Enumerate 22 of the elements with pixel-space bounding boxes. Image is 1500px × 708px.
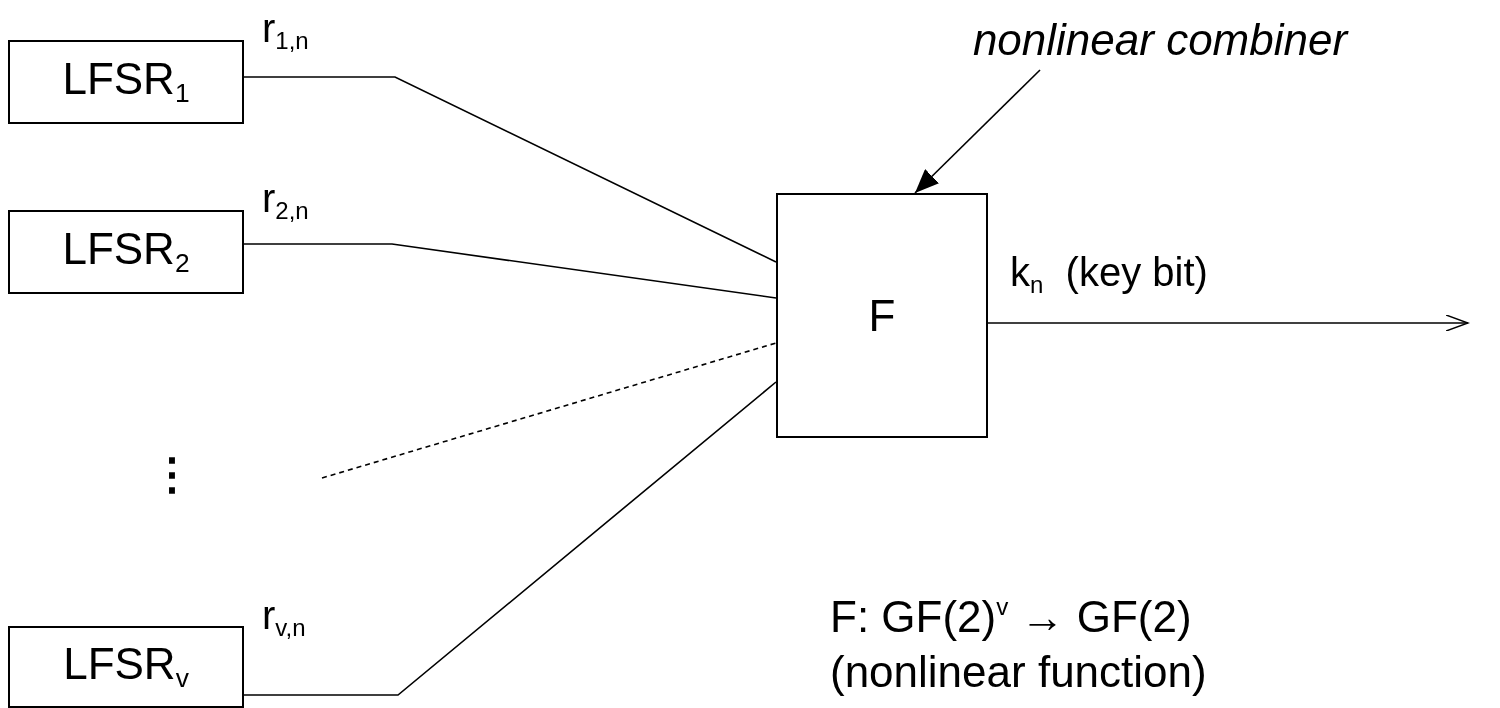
edge-label: k$_{n}$ (key bit) xyxy=(1010,252,1208,298)
callout-text: nonlinear combiner xyxy=(972,18,1348,62)
arrow xyxy=(987,314,1469,332)
box-label: F xyxy=(868,293,896,338)
connector-line xyxy=(243,243,777,299)
box-label: LFSR$_{1}$ xyxy=(62,57,190,107)
edge-label: r$_{2,n}$ xyxy=(262,178,309,224)
process-box xyxy=(8,626,244,708)
edge-label: r$_{1,n}$ xyxy=(262,8,309,54)
dashed-line xyxy=(321,342,777,479)
edge-label: r$_{v,n}$ xyxy=(262,595,306,641)
box-label: LFSR$_{2}$ xyxy=(62,227,190,277)
ellipsis-mark: ⋮ xyxy=(150,452,194,496)
connector-line xyxy=(243,76,777,263)
process-box xyxy=(8,210,244,294)
process-box xyxy=(8,40,244,124)
formula-text: F: GF(2)$^{v}$ → GF(2) xyxy=(830,595,1192,639)
arrow xyxy=(914,69,1041,194)
box-label: LFSR$_{v}$ xyxy=(63,642,189,692)
note-text: (nonlinear function) xyxy=(830,650,1207,694)
connector-line xyxy=(243,381,777,696)
process-box xyxy=(776,193,988,438)
